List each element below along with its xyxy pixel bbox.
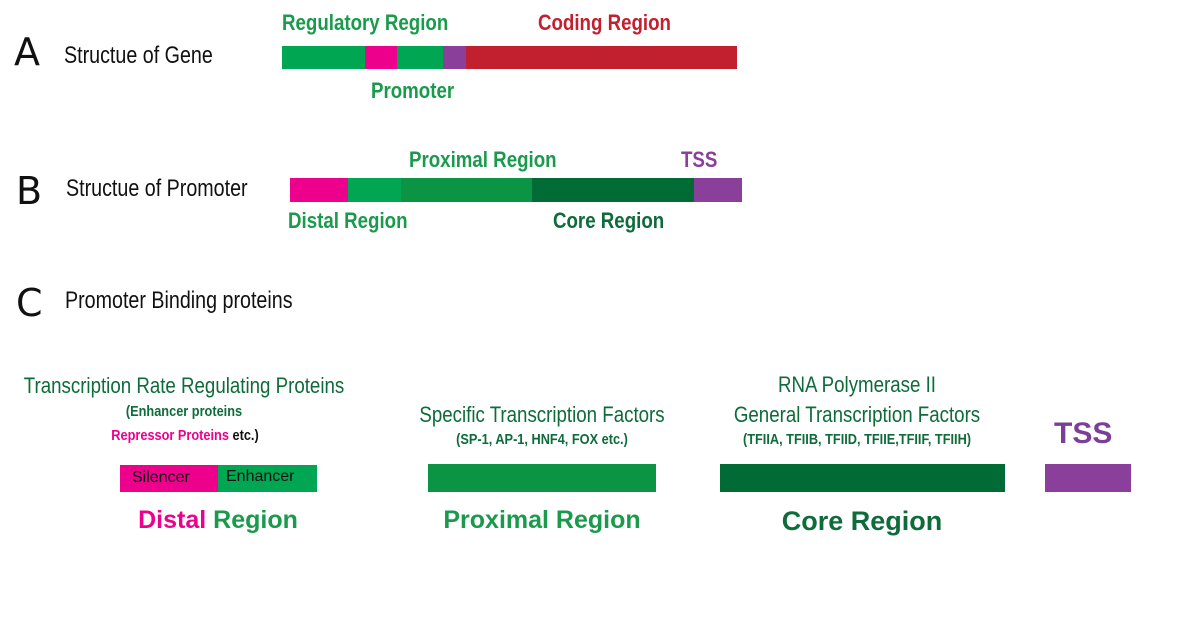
repressor-proteins-text: Repressor Proteins [111,427,229,444]
tss-segment [443,46,466,69]
core-proteins-title2: General Transcription Factors [733,402,981,427]
distal-segment [290,178,348,202]
proximal-proteins-sub: (SP-1, AP-1, HNF4, FOX etc.) [456,431,628,448]
regulatory-region-label: Regulatory Region [282,10,449,35]
tss-segment-b [694,178,742,202]
promoter-structure-heading: Structue of Promoter [66,175,248,202]
tss-bar [1045,464,1131,492]
gene-structure-heading: Structue of Gene [64,42,213,69]
enhancer-label: Enhancer [226,468,295,485]
promoter-bar [290,178,742,202]
proximal-segment-light [348,178,401,202]
regulatory-segment [282,46,365,69]
distal-proteins-sub2: Repressor Proteins etc.) [87,427,283,444]
gene-bar [282,46,737,69]
silencer-label: Silencer [132,469,190,486]
coding-segment [466,46,737,69]
section-b-letter: B [16,169,43,213]
enhancer-segment: Enhancer [218,465,317,492]
coding-region-label: Coding Region [538,10,671,35]
binding-proteins-heading: Promoter Binding proteins [65,287,293,314]
proximal-region-label-c: Proximal Region [443,506,641,534]
distal-bar: Silencer Enhancer [120,465,317,492]
proximal-proteins-title: Specific Transcription Factors [419,402,665,427]
proximal-segment [401,178,532,202]
silencer-segment: Silencer [120,465,218,492]
core-proteins-sub: (TFIIA, TFIIB, TFIID, TFIIE,TFIIF, TFIIH… [742,431,972,448]
distal-region-label-b: Distal Region [288,208,408,233]
distal-proteins-title: Transcription Rate Regulating Proteins [23,373,345,398]
core-segment [532,178,694,202]
proximal-region-label-b: Proximal Region [409,147,557,172]
proximal-bar [428,464,656,492]
region-word: Region [206,506,298,534]
promoter-label: Promoter [371,78,455,103]
tss-label-c: TSS [1054,417,1113,450]
etc-text: etc.) [228,427,259,444]
distal-word: Distal [138,506,207,534]
core-proteins-title1: RNA Polymerase II [778,372,936,397]
regulatory-segment-2 [397,46,443,69]
core-region-label-b: Core Region [553,208,665,233]
distal-region-label-c: Distal Region [118,506,318,535]
core-region-label-c: Core Region [781,506,943,536]
promoter-segment [365,46,397,69]
distal-proteins-sub1: (Enhancer proteins [125,403,243,420]
core-bar [720,464,1005,492]
section-a-letter: A [14,30,40,74]
section-c-letter: C [16,281,43,325]
tss-label-b: TSS [681,147,718,172]
